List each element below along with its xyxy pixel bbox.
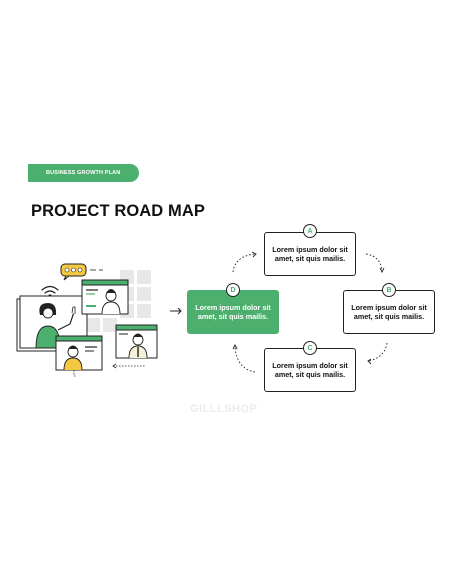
page-title: PROJECT ROAD MAP	[31, 202, 205, 220]
category-tag: BUSINESS GROWTH PLAN	[28, 164, 139, 182]
chat-bubble-icon	[60, 263, 87, 281]
step-c-text: Lorem ipsum dolor sit amet, sit quis mai…	[272, 361, 348, 379]
step-b-text: Lorem ipsum dolor sit amet, sit quis mai…	[351, 303, 427, 321]
roadmap-step-a: Lorem ipsum dolor sit amet, sit quis mai…	[264, 232, 356, 276]
roadmap-step-c: Lorem ipsum dolor sit amet, sit quis mai…	[264, 348, 356, 392]
step-a-text: Lorem ipsum dolor sit amet, sit quis mai…	[272, 245, 348, 263]
arrow-right-icon	[170, 307, 182, 315]
step-d-text: Lorem ipsum dolor sit amet, sit quis mai…	[195, 303, 271, 321]
step-d-badge: D	[226, 283, 240, 297]
step-b-badge: B	[382, 283, 396, 297]
step-a-badge: A	[303, 224, 317, 238]
watermark: GILLLSHOP	[190, 403, 258, 415]
step-c-badge: C	[303, 341, 317, 355]
roadmap-step-b: Lorem ipsum dolor sit amet, sit quis mai…	[343, 290, 435, 334]
